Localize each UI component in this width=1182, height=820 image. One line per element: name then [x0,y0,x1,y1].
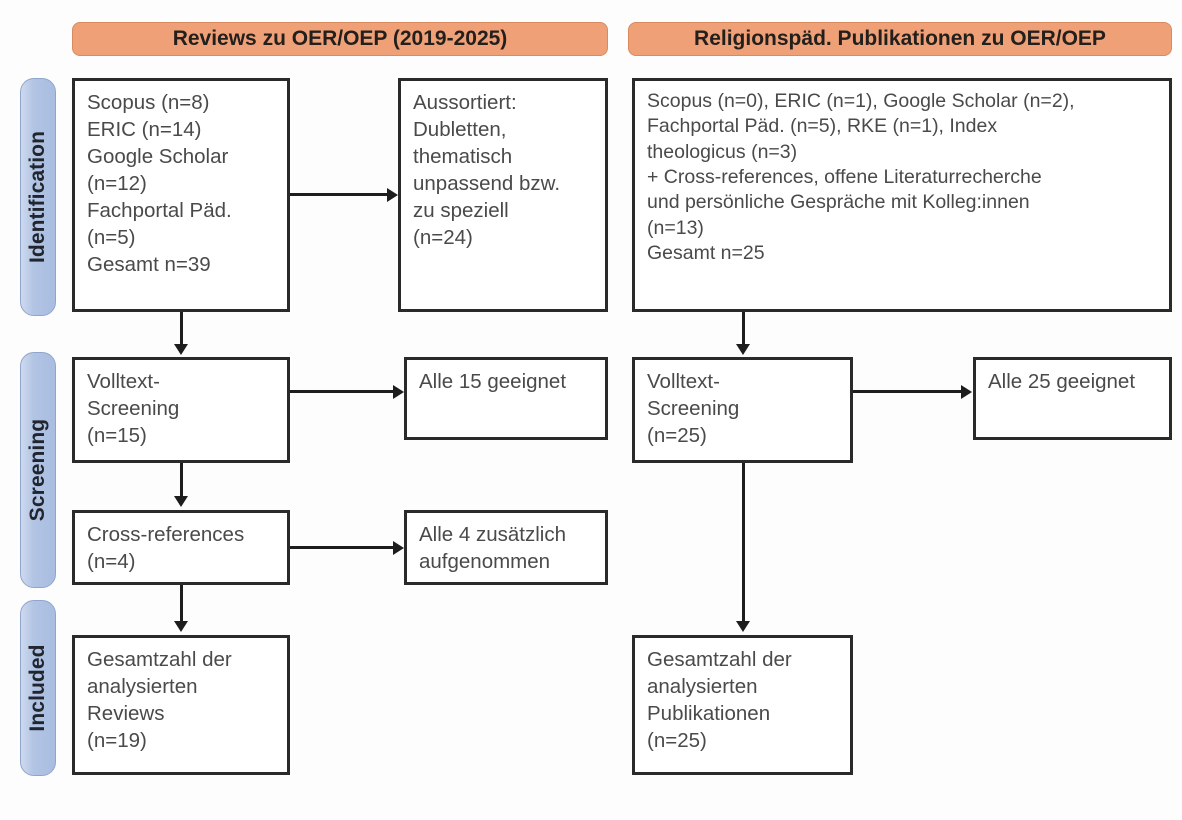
arrowhead-right-fulltext-to-included [736,621,750,632]
box-left-included: Gesamtzahl der analysierten Reviews (n=1… [72,635,290,775]
connector-left-crossrefs-to-included [180,585,183,623]
stage-label-included: Included [26,644,49,732]
arrowhead-right-fulltext-to-result [961,385,972,399]
connector-right-fulltext-to-result [853,390,961,393]
box-left-crossreferences: Cross-references (n=4) [72,510,290,585]
connector-left-sources-to-fulltext [180,312,183,346]
stage-pill-identification: Identification [20,78,56,316]
arrowhead-left-crossrefs-to-included [174,621,188,632]
box-left-crossreferences-result: Alle 4 zusätzlich aufgenommen [404,510,608,585]
connector-left-fulltext-to-result [290,390,393,393]
connector-left-crossrefs-to-result [290,546,393,549]
box-right-fulltext-screening: Volltext- Screening (n=25) [632,357,853,463]
stage-label-identification: Identification [26,130,49,264]
arrowhead-left-fulltext-to-result [393,385,404,399]
column-header-left: Reviews zu OER/OEP (2019-2025) [72,22,608,56]
arrowhead-left-fulltext-to-crossrefs [174,496,188,507]
connector-left-sources-to-excluded [290,193,387,196]
arrowhead-right-sources-to-fulltext [736,344,750,355]
box-right-included: Gesamtzahl der analysierten Publikatione… [632,635,853,775]
stage-pill-screening: Screening [20,352,56,588]
arrowhead-left-crossrefs-to-result [393,541,404,555]
box-left-fulltext-screening: Volltext- Screening (n=15) [72,357,290,463]
column-header-right: Religionspäd. Publikationen zu OER/OEP [628,22,1172,56]
box-right-fulltext-result: Alle 25 geeignet [973,357,1172,440]
box-left-excluded: Aussortiert: Dubletten, thematisch unpas… [398,78,608,312]
box-right-sources: Scopus (n=0), ERIC (n=1), Google Scholar… [632,78,1172,312]
connector-right-fulltext-to-included [742,463,745,623]
stage-pill-included: Included [20,600,56,776]
connector-right-sources-to-fulltext [742,312,745,346]
connector-left-fulltext-to-crossrefs [180,463,183,498]
stage-label-screening: Screening [26,418,49,522]
box-left-fulltext-result: Alle 15 geeignet [404,357,608,440]
arrowhead-left-sources-to-excluded [387,188,398,202]
box-left-sources: Scopus (n=8) ERIC (n=14) Google Scholar … [72,78,290,312]
arrowhead-left-sources-to-fulltext [174,344,188,355]
